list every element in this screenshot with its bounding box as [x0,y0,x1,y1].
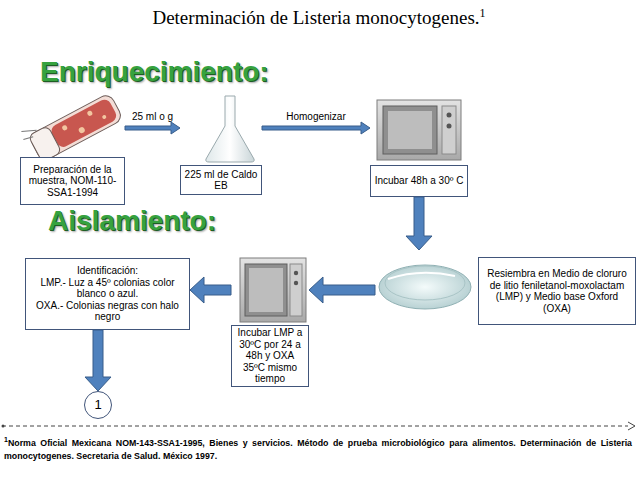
callout-circle: 1 [84,391,112,419]
box-text: Identificación: [77,265,138,277]
sample-tube [20,87,124,166]
process-step: 225 ml de Caldo EB [180,95,262,195]
footnote-marker: 1 [4,436,8,443]
separator-dot [2,425,5,428]
box-text: Preparación de la muestra, NOM-110-SSA1-… [24,164,121,199]
section-heading: Aislamiento: [48,205,216,237]
box-text: Incubar LMP a 30ºC por 24 a 48h y OXA 35… [235,327,305,385]
incubator-icon [377,100,461,160]
title-block: Determinación de Listeria monocytogenes.… [0,6,638,29]
circle-outline: 1 [84,391,112,419]
process-box: Incubar LMP a 30ºC por 24 a 48h y OXA 35… [231,325,309,387]
process-step: Resiembra en Medio de cloruro de litio f… [375,250,636,325]
footnote-block: 1Norma Oficial Mexicana NOM-143-SSA1-199… [4,433,632,463]
section-heading: Enriquecimiento: [40,56,269,88]
flow-arrow [125,122,180,134]
incubator-icon [240,258,306,322]
flow-arrow [85,330,111,391]
flow-arrow [190,277,231,303]
flask-icon [206,96,254,162]
edge-label: 25 ml o g [132,111,173,122]
box-text: Incubar 48h a 30º C [375,175,464,187]
flow-arrow [406,197,432,250]
process-step: Identificación:LMP.- Luz a 45º colonias … [25,258,190,330]
box-text: 225 ml de Caldo EB [184,169,258,192]
process-box: 225 ml de Caldo EB [180,165,262,195]
process-box: Resiembra en Medio de cloruro de litio f… [478,257,636,325]
process-step: Preparación de la muestra, NOM-110-SSA1-… [20,98,125,205]
footnote-text: Norma Oficial Mexicana NOM-143-SSA1-1995… [4,438,632,461]
diagram-title: Determinación de Listeria monocytogenes. [152,7,479,28]
flow-arrow [309,277,375,303]
separator-line [2,426,628,427]
process-step: Incubar 48h a 30º C [370,98,468,197]
separator-arrowhead [628,422,635,430]
box-text: LMP.- Luz a 45º colonias color blanco o … [29,277,186,300]
process-box: Incubar 48h a 30º C [370,165,468,197]
box-text: Resiembra en Medio de cloruro de litio f… [482,268,632,314]
footnote-marker: 1 [480,6,486,20]
process-box: Identificación:LMP.- Luz a 45º colonias … [25,258,190,330]
box-text: OXA.- Colonias negras con halo negro [29,300,186,323]
process-step: Incubar LMP a 30ºC por 24 a 48h y OXA 35… [231,255,309,387]
flow-arrow [262,122,370,134]
callout-number: 1 [94,399,101,411]
process-box: Preparación de la muestra, NOM-110-SSA1-… [20,157,125,205]
edge-label: Homogenizar [286,111,345,122]
petri-dish-icon [379,265,471,309]
